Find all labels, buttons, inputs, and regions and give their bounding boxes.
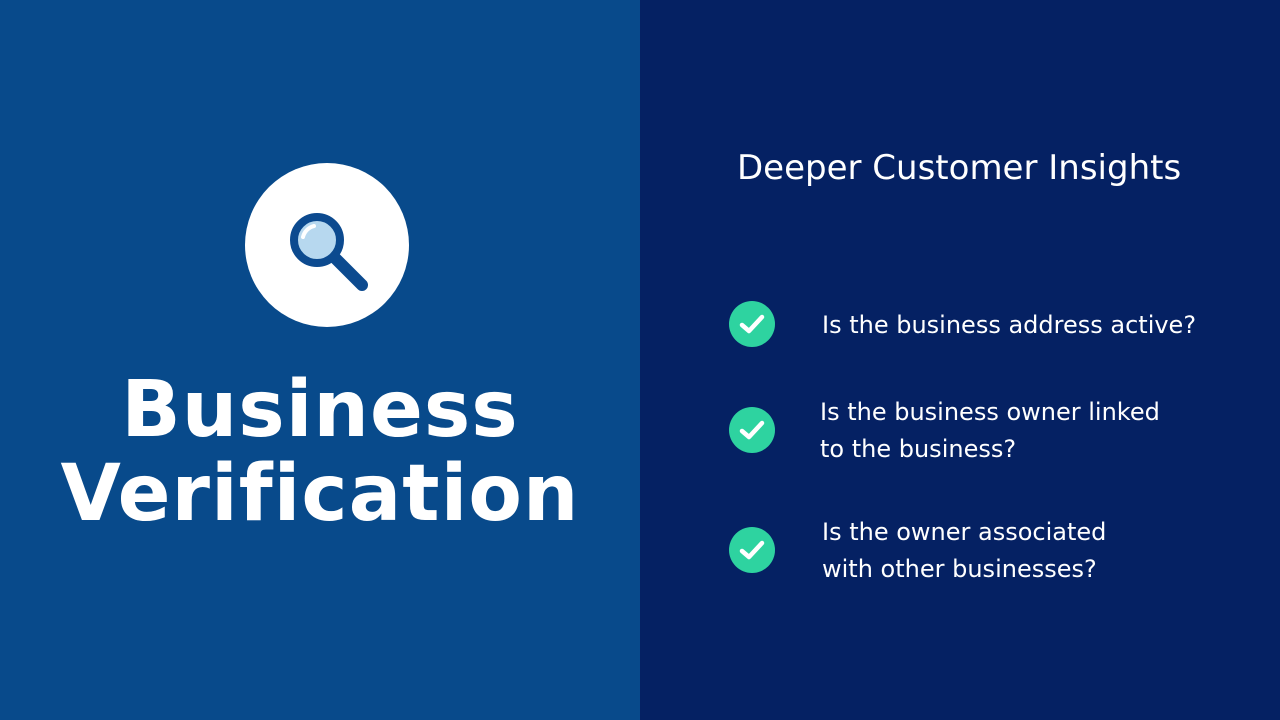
checkmark-icon	[729, 301, 775, 347]
list-item-line: to the business?	[820, 435, 1017, 463]
title-line-2: Verification	[60, 449, 580, 539]
list-item-text: Is the business address active?	[822, 307, 1196, 344]
list-item-line: Is the business address active?	[822, 311, 1197, 339]
insights-heading: Deeper Customer Insights	[737, 148, 1182, 188]
list-item-line: with other businesses?	[822, 555, 1097, 583]
checkmark-icon	[729, 407, 775, 453]
right-panel	[640, 0, 1280, 720]
list-item-text: Is the business owner linked to the busi…	[820, 394, 1160, 468]
list-item-text: Is the owner associated with other busin…	[822, 514, 1106, 588]
icon-badge	[245, 163, 409, 327]
left-panel	[0, 0, 640, 720]
title-line-1: Business	[121, 365, 519, 455]
page-title: Business Verification	[0, 368, 640, 536]
checkmark-icon	[729, 527, 775, 573]
list-item-line: Is the owner associated	[822, 518, 1107, 546]
magnifying-glass-icon	[290, 213, 368, 291]
list-item-line: Is the business owner linked	[820, 398, 1160, 426]
